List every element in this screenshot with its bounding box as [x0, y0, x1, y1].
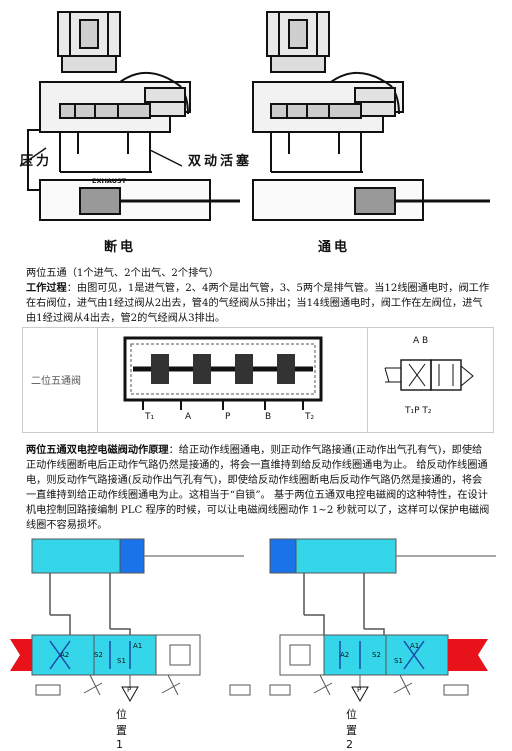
pos1-caption: 位置 1: [116, 708, 127, 751]
valve-name: 二位五通阀: [31, 376, 81, 387]
section1-body: 工作过程：由图可见，1是进气管，2、4两个是出气管，3、5两个是排气管。当12线…: [26, 281, 490, 326]
pos2-label-s1: S1: [394, 657, 403, 665]
pressure-label: 压力: [20, 154, 53, 169]
valve-section-drawing: [123, 336, 323, 410]
solenoid-valve-off-drawing: [19, 11, 240, 221]
port-t2: T₂: [305, 412, 315, 422]
valve-table: 二位五通阀 T₁ A P B T₂ A B: [22, 327, 494, 433]
valve-symbol: [384, 359, 474, 391]
symbol-top-ports: A B: [413, 336, 429, 346]
port-p: P: [225, 412, 231, 422]
pos2-label-a1: A1: [410, 642, 420, 650]
double-piston-label: 双动活塞: [188, 154, 253, 169]
power-off-caption: 断电: [104, 240, 137, 255]
port-a: A: [185, 412, 192, 422]
valve-section-cell: T₁ A P B T₂: [97, 328, 368, 432]
process-label: 工作过程: [26, 282, 67, 294]
pos1-label-s2: S2: [94, 651, 103, 659]
pos2-label-a2: A2: [340, 651, 350, 659]
section2-body: 两位五通双电控电磁阀动作原理：给正动作线圈通电，则正动作气路接通(正动作出气孔有…: [26, 443, 490, 533]
pos1-label-a2: A2: [60, 651, 70, 659]
power-on-caption: 通电: [318, 240, 351, 255]
symbol-bottom-ports: T₁P T₂: [405, 406, 432, 416]
section1-title: 两位五通（1个进气、2个出气、2个排气）: [26, 268, 219, 279]
pos2-caption: 位置 2: [346, 708, 357, 751]
section2-text: ：给正动作线圈通电，则正动作气路接通(正动作出气孔有气)，即使给正动作线圈断电后…: [26, 445, 490, 531]
pos2-label-s2: S2: [372, 651, 381, 659]
section2-title: 两位五通双电控电磁阀动作原理: [26, 444, 169, 456]
valve-symbol-cell: A B T₁P T₂: [367, 328, 493, 432]
port-b: B: [265, 412, 272, 422]
pos1-label-a1: A1: [133, 642, 143, 650]
port-t1: T₁: [145, 412, 155, 422]
pos1-label-s1: S1: [117, 657, 126, 665]
valve-table-name-cell: 二位五通阀: [23, 328, 98, 432]
solenoid-valve-on-drawing: [252, 11, 490, 221]
exhaust-label: EXHAUST: [92, 177, 127, 185]
pos1-label-p: P: [127, 686, 132, 694]
double-solenoid-valve-pos2: [269, 538, 496, 703]
top-figure: 压力 双动活塞 EXHAUST 断电 通电: [0, 0, 512, 262]
double-solenoid-valve-pos1: [10, 538, 251, 703]
process-text: ：由图可见，1是进气管，2、4两个是出气管，3、5两个是排气管。当12线圈通电时…: [26, 283, 490, 324]
pos2-label-p: P: [357, 686, 362, 694]
